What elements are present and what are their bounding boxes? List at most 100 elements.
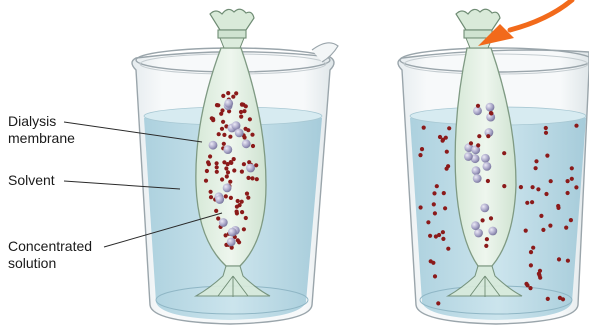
solute-small-particle [209, 190, 213, 194]
solute-small-particle [245, 192, 249, 196]
solute-small-particle [544, 131, 548, 135]
solute-small-particle [221, 120, 225, 124]
solute-small-particle [217, 132, 221, 136]
solute-small-particle [224, 194, 228, 198]
solute-small-particle [544, 126, 548, 130]
solute-large-particle [223, 145, 232, 154]
solute-small-particle [564, 226, 568, 230]
solute-small-particle [244, 104, 248, 108]
solute-small-particle [545, 154, 549, 158]
solute-small-particle [502, 184, 506, 188]
solute-large-particle [224, 99, 233, 108]
solute-small-particle [524, 282, 528, 286]
right-beaker [398, 9, 589, 324]
solute-small-particle [476, 104, 480, 108]
solute-small-particle [549, 179, 553, 183]
solute-large-particle [464, 152, 473, 161]
solute-small-particle [226, 91, 230, 95]
solute-small-particle [240, 210, 244, 214]
solute-small-particle [536, 187, 540, 191]
solute-small-particle [236, 238, 240, 242]
solute-large-particle [486, 103, 495, 112]
solute-large-particle [473, 174, 482, 183]
solute-small-particle [538, 269, 542, 273]
solute-small-particle [426, 220, 430, 224]
solute-small-particle [224, 166, 228, 170]
solute-small-particle [519, 185, 523, 189]
solute-small-particle [528, 286, 532, 290]
solute-small-particle [246, 176, 250, 180]
solvent-label-text: Solvent [8, 172, 55, 189]
solute-small-particle [531, 246, 535, 250]
dialysis-membrane-label: Dialysis membrane [8, 113, 75, 147]
solute-large-particle [472, 166, 481, 175]
solute-small-particle [548, 224, 552, 228]
solute-small-particle [432, 202, 436, 206]
solute-small-particle [235, 210, 239, 214]
solute-small-particle [481, 218, 485, 222]
solute-small-particle [441, 237, 445, 241]
solute-small-particle [445, 167, 449, 171]
solute-small-particle [544, 192, 548, 196]
left-beaker [132, 9, 338, 324]
solute-small-particle [228, 135, 232, 139]
solute-small-particle [489, 111, 493, 115]
solute-small-particle [469, 141, 473, 145]
solute-small-particle [489, 216, 493, 220]
solute-small-particle [418, 153, 422, 157]
solute-small-particle [231, 95, 235, 99]
solute-small-particle [255, 177, 259, 181]
solute-small-particle [570, 166, 574, 170]
solute-small-particle [529, 250, 533, 254]
solute-small-particle [574, 185, 578, 189]
solute-small-particle [447, 126, 451, 130]
solute-small-particle [239, 115, 243, 119]
solute-small-particle [441, 230, 445, 234]
solute-small-particle [539, 214, 543, 218]
solute-small-particle [242, 227, 246, 231]
solute-large-particle [235, 129, 244, 138]
solvent-label: Solvent [8, 172, 55, 189]
solute-small-particle [433, 274, 437, 278]
solute-small-particle [443, 206, 447, 210]
solute-small-particle [420, 147, 424, 151]
solute-large-particle [223, 184, 232, 193]
solute-small-particle [220, 127, 224, 131]
solute-small-particle [239, 110, 243, 114]
solute-small-particle [486, 134, 490, 138]
solute-small-particle [541, 228, 545, 232]
solute-small-particle [436, 301, 440, 305]
solute-small-particle [530, 200, 534, 204]
solute-small-particle [216, 103, 220, 107]
solute-small-particle [242, 162, 246, 166]
solute-small-particle [534, 159, 538, 163]
solute-small-particle [431, 261, 435, 265]
solute-small-particle [216, 216, 220, 220]
solute-small-particle [220, 177, 224, 181]
solute-large-particle [480, 204, 489, 213]
solute-small-particle [232, 168, 236, 172]
concentrated-label-line1: Concentrated [8, 238, 92, 255]
solute-small-particle [438, 135, 442, 139]
solute-small-particle [219, 112, 223, 116]
solute-small-particle [446, 247, 450, 251]
solute-small-particle [240, 102, 244, 106]
solute-small-particle [537, 273, 541, 277]
solute-small-particle [248, 117, 252, 121]
solute-small-particle [561, 297, 565, 301]
concentrated-solution-label: Concentrated solution [8, 238, 92, 272]
solute-small-particle [250, 176, 254, 180]
solute-small-particle [225, 174, 229, 178]
solute-small-particle [437, 233, 441, 237]
solute-small-particle [476, 143, 480, 147]
dialysis-label-line2: membrane [8, 130, 75, 147]
solute-small-particle [214, 209, 218, 213]
solute-small-particle [242, 109, 246, 113]
solute-small-particle [531, 185, 535, 189]
solute-small-particle [235, 205, 239, 209]
solute-large-particle [488, 227, 497, 236]
concentrated-label-line2: solution [8, 255, 92, 272]
right-bag-clip [456, 9, 500, 30]
solute-small-particle [222, 142, 226, 146]
